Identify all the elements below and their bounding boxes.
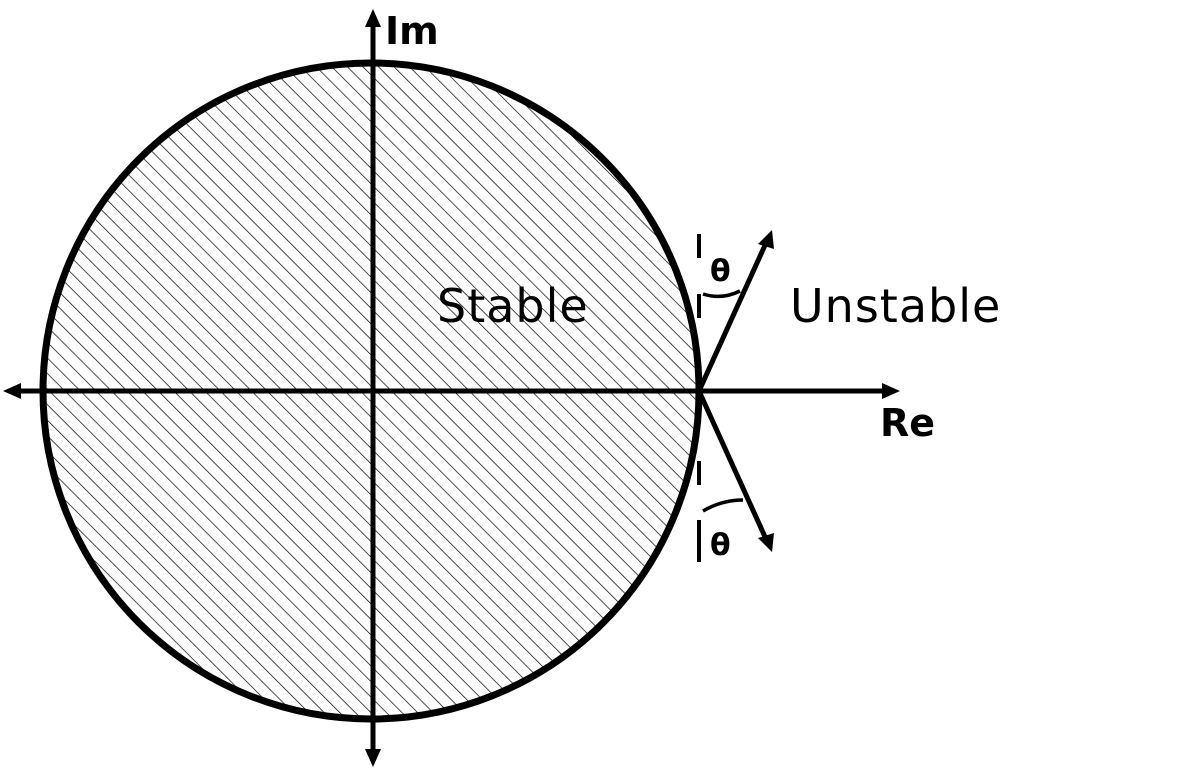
unstable-region-label: Unstable bbox=[790, 279, 1001, 333]
lower-ray-arrowhead bbox=[758, 533, 774, 552]
lower-angle-label: θ bbox=[710, 528, 731, 563]
upper-angle-ray bbox=[696, 230, 774, 393]
lower-angle-arc bbox=[702, 498, 744, 513]
real-axis-label: Re bbox=[880, 401, 935, 445]
upper-angle-arc bbox=[702, 289, 741, 299]
imaginary-axis-bottom-arrowhead bbox=[365, 749, 381, 767]
upper-angle-label: θ bbox=[710, 254, 731, 289]
upper-ray-arrowhead bbox=[758, 230, 774, 249]
real-axis bbox=[3, 383, 900, 399]
real-axis-left-arrowhead bbox=[3, 383, 21, 399]
imaginary-axis-label: Im bbox=[385, 9, 439, 53]
stable-region-label: Stable bbox=[437, 279, 589, 333]
real-axis-right-arrowhead bbox=[882, 383, 900, 399]
lower-angle-ray bbox=[696, 389, 774, 552]
imaginary-axis-top-arrowhead bbox=[365, 9, 381, 27]
imaginary-axis bbox=[365, 9, 381, 767]
